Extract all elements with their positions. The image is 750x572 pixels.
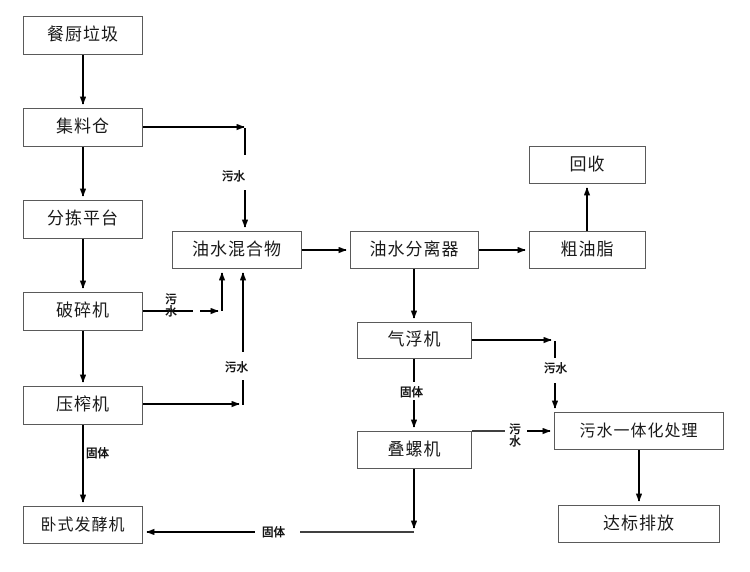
- node-canchu-laji[interactable]: 餐厨垃圾: [23, 16, 143, 55]
- node-fenjian-pingtai[interactable]: 分拣平台: [23, 200, 143, 239]
- node-posui-ji[interactable]: 破碎机: [23, 292, 143, 331]
- node-jiliao-cang[interactable]: 集料仓: [23, 108, 143, 147]
- node-woshi-fajiao-ji[interactable]: 卧式发酵机: [23, 506, 143, 544]
- node-cu-youzhi[interactable]: 粗油脂: [529, 231, 646, 269]
- node-dieluo-ji[interactable]: 叠螺机: [357, 431, 472, 469]
- node-huishou[interactable]: 回收: [529, 146, 646, 184]
- edge-label-wushui-posui: 污水: [165, 292, 177, 319]
- node-wushui-yitihua-chuli[interactable]: 污水一体化处理: [554, 412, 724, 450]
- node-youshui-fenliqi[interactable]: 油水分离器: [350, 231, 479, 269]
- edge-label-wushui-dieluo: 污水: [509, 422, 521, 449]
- edge-label-guti-yazha: 固体: [86, 446, 109, 460]
- edge-label-guti-dieluo: 固体: [262, 525, 285, 539]
- node-youshui-hunhewu[interactable]: 油水混合物: [172, 231, 302, 269]
- edge-label-wushui-yazha: 污水: [225, 360, 248, 374]
- edge-label-wushui-qifu: 污水: [544, 361, 567, 375]
- node-dabiao-paifang[interactable]: 达标排放: [558, 505, 720, 543]
- node-qifu-ji[interactable]: 气浮机: [357, 322, 472, 359]
- edge-label-wushui-jiliao: 污水: [222, 169, 245, 183]
- edge-label-guti-qifu: 固体: [400, 385, 423, 399]
- node-yazha-ji[interactable]: 压榨机: [23, 386, 143, 425]
